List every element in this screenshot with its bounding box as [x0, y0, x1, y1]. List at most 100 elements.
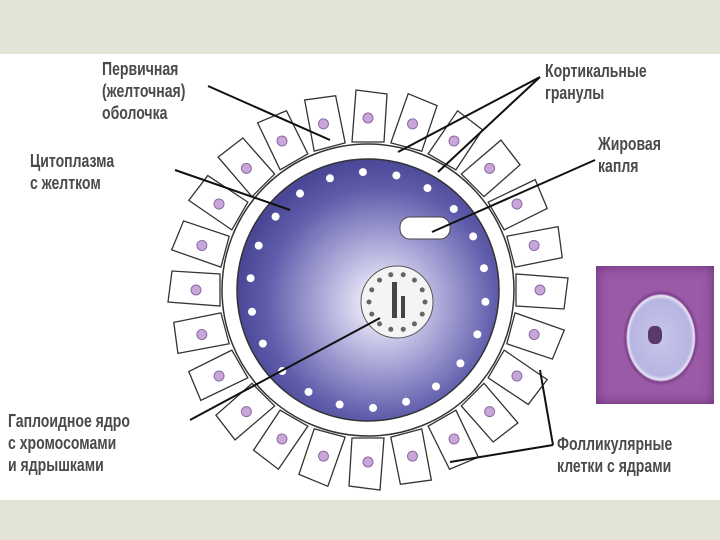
- cortical-granule: [296, 189, 305, 198]
- cell-nucleus: [196, 329, 208, 341]
- cortical-granule: [469, 232, 478, 241]
- label-line: с желтком: [30, 173, 101, 193]
- label-cytoplasm: Цитоплазма с желтком: [30, 150, 114, 194]
- cell-nucleus: [240, 162, 252, 174]
- fat-droplet: [399, 216, 451, 240]
- cell-nucleus: [362, 112, 374, 124]
- arrow-fat: [431, 159, 596, 233]
- nucleolus: [411, 277, 417, 283]
- cortical-granule: [473, 330, 482, 339]
- cell-nucleus: [213, 198, 225, 210]
- cortical-granule: [369, 403, 378, 412]
- nucleoli: [366, 272, 428, 332]
- label-line: Гаплоидное ядро: [8, 411, 130, 431]
- label-line: Цитоплазма: [30, 151, 115, 171]
- cortical-granules: [246, 168, 490, 412]
- nucleolus: [377, 277, 383, 283]
- label-line: (желточная): [102, 81, 186, 101]
- cell-nucleus: [511, 198, 523, 210]
- follicular-cell: [390, 428, 433, 485]
- cell-nucleus: [362, 456, 374, 468]
- cortical-granule: [304, 387, 313, 396]
- cell-nucleus: [317, 118, 329, 130]
- nucleolus: [388, 326, 394, 332]
- cortical-granule: [392, 171, 401, 180]
- label-nucleus: Гаплоидное ядро с хромосомами и ядрышкам…: [8, 410, 130, 476]
- nucleolus: [419, 287, 425, 293]
- chromosome: [392, 282, 397, 318]
- micrograph-image: [596, 266, 714, 404]
- cell-nucleus: [407, 118, 419, 130]
- follicular-cell: [167, 270, 221, 307]
- follicular-cell: [303, 95, 346, 152]
- cortical-granule: [481, 297, 490, 306]
- arrow-nucleus: [189, 317, 381, 421]
- cortical-granule: [335, 400, 344, 409]
- follicular-cell: [506, 312, 566, 360]
- cell-nucleus: [213, 370, 225, 382]
- label-line: гранулы: [545, 83, 605, 103]
- nucleolus: [388, 272, 394, 278]
- follicular-cell: [298, 428, 346, 488]
- arrow-follicle-2: [539, 369, 554, 446]
- follicular-cell: [256, 109, 309, 171]
- cell-nucleus: [317, 450, 329, 462]
- cell-nucleus: [528, 239, 540, 251]
- cortical-granule: [456, 359, 465, 368]
- label-line: оболочка: [102, 103, 168, 123]
- cell-nucleus: [276, 433, 288, 445]
- cortical-granule: [325, 174, 334, 183]
- arrow-cytoplasm: [174, 169, 291, 211]
- follicular-cell: [348, 437, 385, 491]
- follicular-cell: [515, 273, 569, 310]
- follicular-cell: [170, 220, 230, 268]
- cortical-granule: [271, 212, 280, 221]
- follicular-cell: [252, 409, 309, 471]
- nucleolus: [422, 299, 428, 305]
- cell-nucleus: [190, 284, 202, 296]
- label-line: клетки с ядрами: [557, 456, 672, 476]
- nucleolus: [411, 321, 417, 327]
- label-line: Кортикальные: [545, 61, 647, 81]
- follicular-cell: [460, 139, 521, 198]
- nucleolus: [369, 311, 375, 317]
- pointer-arrows: [174, 76, 596, 463]
- nucleolus: [400, 272, 406, 278]
- arrow-granule-1: [397, 76, 541, 153]
- cell-nucleus: [448, 135, 460, 147]
- follicular-cell: [215, 382, 276, 441]
- cortical-granule: [358, 168, 367, 177]
- cell-nucleus: [240, 406, 252, 418]
- arrow-granule-2: [437, 76, 541, 173]
- label-primary-membrane: Первичная (желточная) оболочка: [102, 58, 185, 124]
- label-line: Первичная: [102, 59, 179, 79]
- follicular-cell: [173, 312, 230, 355]
- label-follicular-cells: Фолликулярные клетки с ядрами: [557, 433, 672, 477]
- cell-nucleus: [484, 406, 496, 418]
- follicular-cell: [460, 382, 519, 443]
- follicular-cell: [487, 178, 549, 231]
- label-line: Фолликулярные: [557, 434, 673, 454]
- cortical-granule: [431, 382, 440, 391]
- arrow-membrane: [207, 85, 331, 141]
- label-line: Жировая: [598, 134, 661, 154]
- follicular-cells: [167, 89, 569, 491]
- cell-nucleus: [196, 239, 208, 251]
- cortical-granule: [248, 307, 257, 316]
- nucleolus: [419, 311, 425, 317]
- arrow-follicle-1: [449, 444, 554, 463]
- chromosome: [401, 296, 405, 318]
- label-cortical-granules: Кортикальные гранулы: [545, 60, 647, 104]
- nucleolus: [369, 287, 375, 293]
- follicular-cell: [187, 174, 249, 231]
- nucleolus: [377, 321, 383, 327]
- cell-nucleus: [407, 450, 419, 462]
- micrograph-nucleus: [648, 326, 662, 344]
- label-fat-droplet: Жировая капля: [598, 133, 661, 177]
- nucleolus: [400, 326, 406, 332]
- cell-nucleus: [528, 329, 540, 341]
- cortical-granule: [246, 274, 255, 283]
- cortical-granule: [254, 241, 263, 250]
- cortical-granule: [402, 397, 411, 406]
- cortical-granule: [449, 204, 458, 213]
